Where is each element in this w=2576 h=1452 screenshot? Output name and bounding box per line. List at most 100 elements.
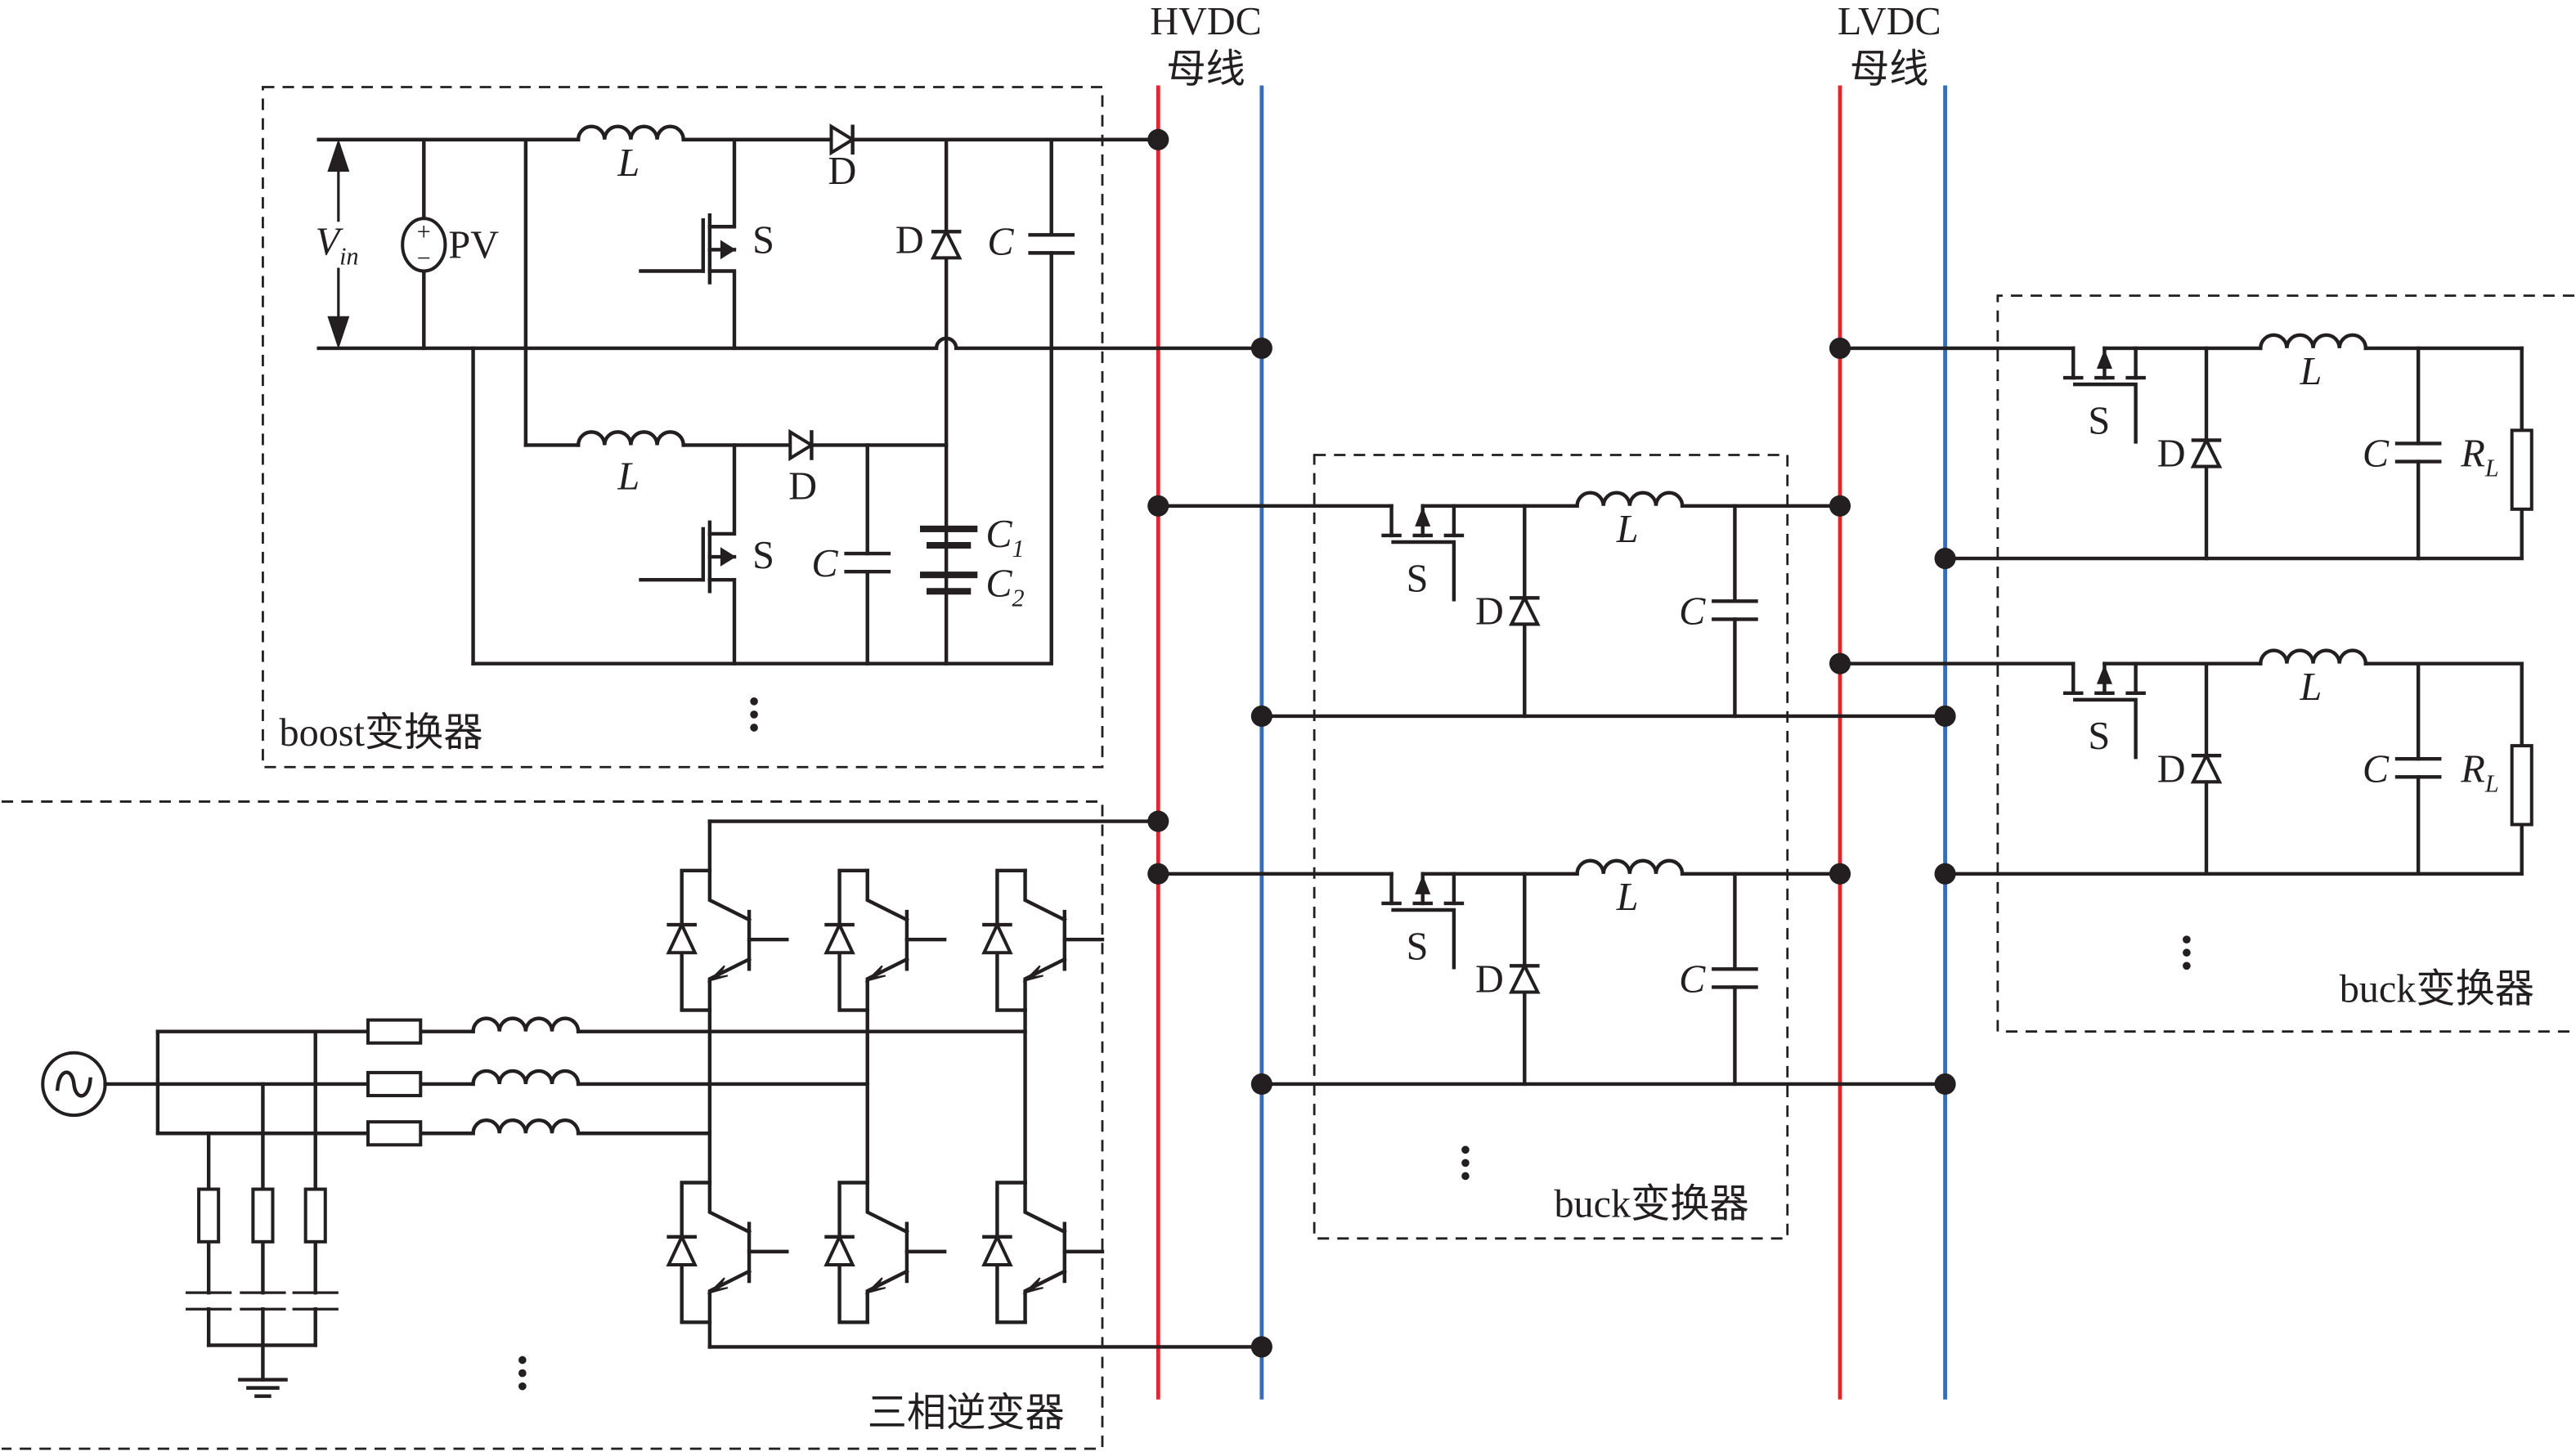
igbt-emitter	[707, 1269, 752, 1324]
resistor-icon	[366, 1120, 423, 1147]
igbt-emitter	[707, 957, 752, 1012]
bus-node-dot	[1934, 548, 1956, 570]
igbt-arrow-icon	[1022, 1277, 1043, 1295]
boost1-cap-label: C	[987, 220, 1014, 263]
igbt-arrow-icon	[707, 965, 729, 983]
capacitor-icon	[2394, 756, 2442, 779]
capacitor-icon	[2394, 441, 2442, 464]
capacitor-c2-icon	[920, 571, 978, 595]
boost2-inductor-label: L	[617, 455, 640, 499]
buck-load-wire	[1943, 661, 2524, 876]
capacitor-icon	[1712, 967, 1758, 989]
pv-source-icon	[401, 217, 447, 273]
hvdc-node-dot	[1147, 810, 1169, 832]
boost1-bottom-rail	[316, 336, 1264, 351]
bus-node-dot	[1147, 863, 1169, 885]
diode-icon	[666, 1233, 698, 1266]
mosfet-icon	[1381, 504, 1465, 602]
buck-switch-label: S	[2088, 715, 2110, 758]
buck-cap-label: C	[2363, 747, 2390, 791]
igbt-emitter	[865, 1269, 909, 1324]
buck-inductor-label: L	[2300, 350, 2322, 393]
vin-arrow-icon	[327, 138, 350, 350]
bus-node-dot	[1934, 705, 1956, 728]
igbt-emitter	[865, 957, 909, 1012]
mosfet-icon	[2063, 346, 2146, 444]
buck-cap-label: C	[1679, 957, 1706, 1001]
inverter-block-border	[2, 800, 1104, 1450]
igbt-collector	[707, 868, 752, 923]
igbt-lower-icon	[981, 1181, 1105, 1324]
boost2-bottom-rail	[471, 346, 1053, 666]
bus-node-dot	[1934, 863, 1956, 885]
boost2-cap-label: C	[811, 542, 838, 585]
diode-icon	[824, 921, 855, 955]
diode-icon	[666, 921, 698, 955]
boost-block-border	[262, 86, 1104, 769]
inductor-icon	[473, 1071, 579, 1084]
capacitor-icon	[186, 1291, 339, 1311]
boost2-diode-label: D	[788, 465, 817, 509]
inverter-ellipsis-icon	[518, 1356, 527, 1391]
diode-icon	[981, 1233, 1013, 1266]
diode-icon	[981, 921, 1013, 955]
capacitor-c1-icon	[920, 525, 978, 549]
capacitor-icon	[1028, 233, 1075, 255]
bus-node-dot	[1829, 337, 1851, 359]
hvdc-bus-label: HVDC	[1150, 0, 1262, 43]
buck-load-wire	[1943, 346, 2524, 561]
lvdc-bus-suffix: 母线	[1850, 47, 1928, 91]
igbt-arrow-icon	[864, 965, 886, 983]
load-label: RL	[2460, 747, 2498, 797]
bus-node-dot	[1829, 863, 1851, 885]
inductor-icon	[473, 1019, 579, 1032]
diode-icon	[829, 123, 856, 156]
igbt-collector	[707, 1181, 752, 1235]
igbt-arrow-icon	[1022, 965, 1043, 983]
mosfet-icon	[639, 137, 737, 351]
load-label: RL	[2460, 432, 2498, 482]
middle-buck-block-title: buck变换器	[1554, 1183, 1748, 1226]
bus-node-dot	[1250, 705, 1272, 728]
bus-node-dot	[1250, 1073, 1272, 1096]
inductor-icon	[2260, 335, 2366, 348]
buck-diode-label: D	[1475, 957, 1504, 1001]
bus-node-dot	[1829, 495, 1851, 517]
c1-label: C1	[985, 513, 1024, 562]
hvdc-bus-suffix: 母线	[1166, 47, 1245, 91]
igbt-collector	[1023, 1181, 1067, 1235]
resistor-icon	[366, 1070, 423, 1098]
inductor-icon	[578, 127, 684, 140]
diode-icon	[824, 1233, 855, 1266]
lvdc-bus-label: LVDC	[1838, 0, 1941, 43]
buck-switch-label: S	[2088, 399, 2110, 442]
inductor-icon	[2260, 651, 2366, 664]
igbt-emitter	[1023, 1269, 1067, 1324]
resistor-icon	[366, 1018, 423, 1045]
diode-icon	[1508, 961, 1541, 994]
diode-icon	[1508, 594, 1541, 626]
rc-filter	[186, 1029, 339, 1398]
boost-converter-block: boost变换器 L D Vin + − PV	[262, 86, 1272, 769]
igbt-arrow-icon	[864, 1277, 886, 1295]
sine-icon	[55, 1070, 92, 1098]
igbt-arrow-icon	[707, 1277, 729, 1295]
igbt-collector	[865, 868, 909, 923]
hvdc-node-dot	[1250, 337, 1272, 359]
middle-buck-ellipsis-icon	[1461, 1145, 1470, 1181]
diode-icon	[930, 227, 963, 260]
igbt-upper-icon	[981, 868, 1105, 1012]
diode-icon	[2190, 436, 2223, 468]
resistor-icon	[2510, 428, 2533, 511]
mosfet-icon	[2063, 661, 2146, 760]
igbt-upper-icon	[824, 868, 947, 1012]
inverter-block: 三相逆变器	[2, 800, 1272, 1450]
capacitor-icon	[844, 551, 891, 574]
boost1-clamp-diode-label: D	[895, 218, 924, 262]
resistor-icon	[2510, 744, 2533, 827]
